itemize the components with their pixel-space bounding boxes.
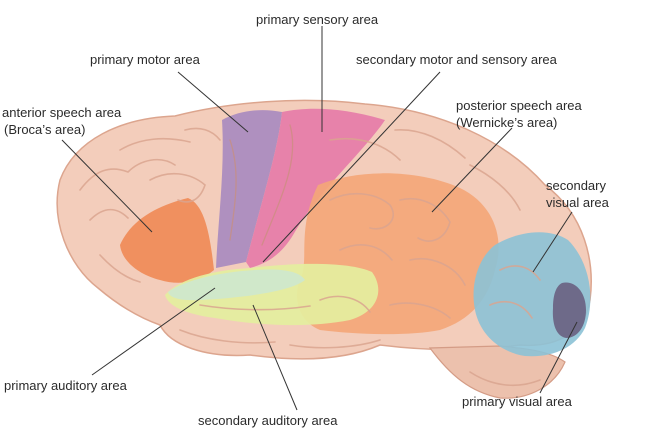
label-secondary-visual-2: visual area [546,195,610,210]
leader-secondary-auditory [252,304,298,411]
label-primary-sensory-area: primary sensory area [256,12,379,27]
leader-broca [61,139,153,233]
label-primary-motor-area: primary motor area [90,52,201,67]
leader-primary-motor [177,71,249,133]
broca-area-region [120,198,214,283]
leader-secondary-motor-sensory [262,71,441,263]
label-secondary-auditory-area: secondary auditory area [198,413,338,428]
gyri-texture [79,124,541,387]
leader-lines [61,26,578,411]
labels: primary sensory area primary motor area … [2,12,610,428]
label-primary-auditory-area: primary auditory area [4,378,128,393]
primary-visual-area-region [552,282,586,338]
primary-auditory-area-region [168,269,305,301]
label-secondary-motor-sensory-area: secondary motor and sensory area [356,52,558,67]
leader-secondary-visual [532,211,573,273]
label-wernickes-area: (Wernicke’s area) [456,115,557,130]
leader-primary-visual [539,321,578,394]
label-brocas-area: (Broca’s area) [4,122,85,137]
label-anterior-speech-area: anterior speech area [2,105,122,120]
label-posterior-speech-area: posterior speech area [456,98,583,113]
label-primary-visual-area: primary visual area [462,394,573,409]
leader-primary-auditory [91,287,216,376]
label-secondary-visual-1: secondary [546,178,606,193]
leader-wernicke [431,127,513,213]
primary-sensory-area-region [246,108,385,268]
